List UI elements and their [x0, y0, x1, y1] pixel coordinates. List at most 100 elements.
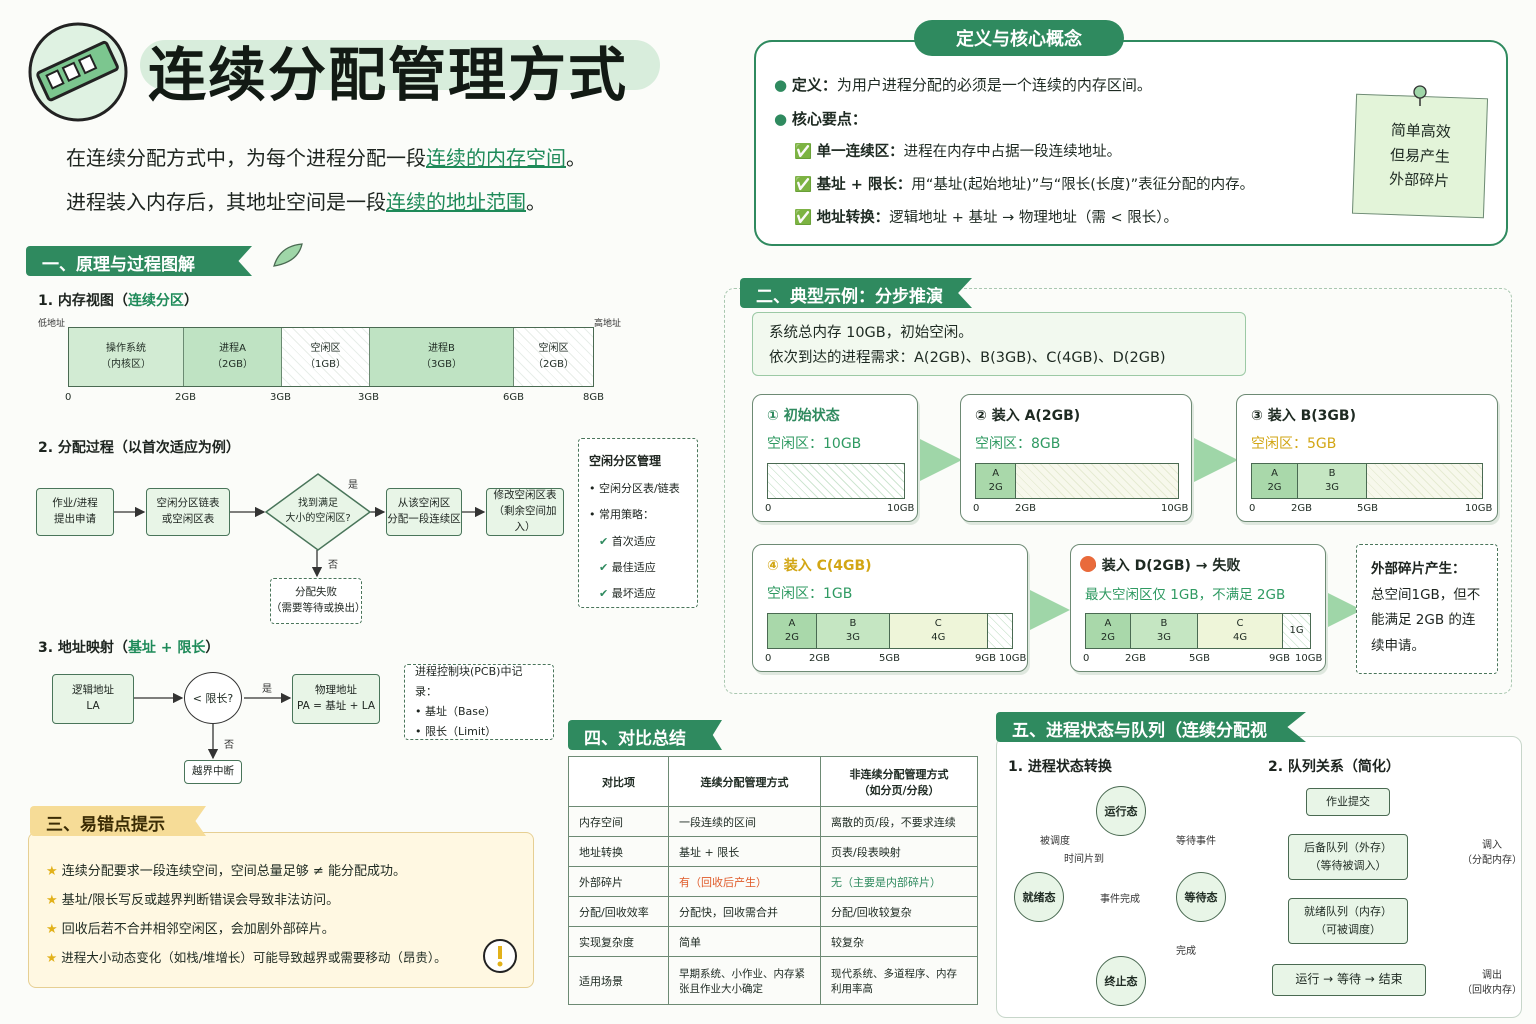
table-cell: 外部碎片: [568, 866, 669, 897]
queue-text: 后备队列（外存）: [1304, 841, 1392, 855]
tip-item: ★ 回收后若不合并相邻空闲区，会加剧外部碎片。: [46, 918, 516, 937]
axis-tick: 10GB: [999, 653, 1027, 664]
limit-check-circle: < 限长?: [184, 672, 242, 724]
sub-text: ）: [183, 293, 198, 309]
block-size: 3G: [1156, 632, 1171, 643]
def-text: 为用户进程分配的必须是一个连续的内存区间。: [836, 76, 1152, 94]
segment-label: 进程A: [219, 343, 246, 354]
axis-tick: 0: [765, 653, 772, 664]
panel-item: • 空闲分区表/链表: [589, 481, 680, 495]
star-icon: ★: [46, 864, 58, 879]
step-title: ④ 装入 C(4GB): [767, 558, 872, 574]
axis-tick: 0: [973, 503, 980, 514]
segment-label: 空闲区: [538, 343, 569, 354]
strategy-first-fit: ✔ 首次适应: [589, 529, 656, 555]
point-text: 进程在内存中占据一段连续地址。: [903, 144, 1122, 160]
table-cell: 较复杂: [820, 926, 978, 957]
memory-bar: [767, 463, 905, 499]
free-partition-panel: 空闲分区管理 • 空闲分区表/链表 • 常用策略： ✔ 首次适应 ✔ 最佳适应 …: [578, 438, 698, 608]
high-address-label: 高地址: [594, 319, 622, 329]
free-block: 1G: [1283, 614, 1310, 648]
free-block: [1016, 464, 1178, 498]
note-text: 外部碎片: [1388, 170, 1450, 191]
yes-label: 是: [348, 480, 358, 491]
bullet-icon: ●: [774, 110, 788, 128]
axis-tick: 6GB: [503, 392, 524, 403]
point-label: 单一连续区：: [816, 144, 904, 160]
low-address-label: 低地址: [38, 319, 66, 329]
flow-request-box: 作业/进程提出申请: [36, 488, 114, 536]
page-title: 连续分配管理方式: [148, 41, 629, 109]
point-text: 逻辑地址 + 基址 → 物理地址（需 < 限长）。: [889, 210, 1179, 226]
decision-text: 找到满足: [298, 498, 338, 509]
point-text: 用“基址(起始地址)”与“限长(长度)”表征分配的内存。: [911, 177, 1255, 193]
block-label: B: [1160, 618, 1168, 629]
swap-out-label: 调出（回收内存）: [1462, 966, 1522, 996]
point-label: 地址转换：: [816, 210, 890, 226]
block-size: 4G: [1232, 632, 1248, 643]
table-cell: 简单: [668, 926, 821, 957]
table-header: 非连续分配管理方式 （如分页/分段）: [820, 756, 978, 807]
section-4-ribbon: 四、对比总结: [568, 720, 722, 750]
allocation-process-title: 2. 分配过程（以首次适应为例）: [38, 440, 240, 456]
table-cell: 无（主要是内部碎片）: [820, 866, 978, 897]
table-cell: 分配/回收效率: [568, 896, 669, 927]
axis-tick: 2GB: [1015, 503, 1036, 514]
section-1-ribbon: 一、原理与过程图解: [26, 246, 252, 276]
strategy-worst-fit: ✔ 最坏适应: [589, 581, 656, 607]
table-cell: 分配快，回收需合并: [668, 896, 821, 927]
queue-title: 2. 队列关系（简化）: [1268, 759, 1400, 775]
segment-size: （3GB）: [421, 359, 462, 370]
map-text: 逻辑地址: [72, 684, 114, 697]
queue-ready: 就绪队列（内存）（可被调度）: [1288, 898, 1408, 944]
block-size: 2G: [1267, 482, 1282, 493]
block-size: 1G: [1289, 625, 1304, 636]
no-label: 否: [224, 740, 234, 751]
block-label: A: [1271, 468, 1278, 479]
axis-tick: 10GB: [1295, 653, 1323, 664]
check-circle-icon: ✅: [794, 144, 813, 160]
segment-size: （2GB）: [212, 359, 253, 370]
fail-marker-icon: [1080, 556, 1096, 572]
block-label: A: [788, 618, 796, 629]
memory-bar: [68, 327, 594, 387]
strategy-label: 最坏适应: [611, 587, 656, 601]
edge-label: 完成: [1176, 946, 1196, 957]
process-panel: [996, 736, 1522, 1018]
queue-backup: 后备队列（外存）（等待被调入）: [1288, 834, 1408, 880]
table-cell: 一段连续的区间: [668, 806, 821, 837]
intro-line: 系统总内存 10GB，初始空闲。: [769, 325, 973, 341]
axis-tick: 0: [765, 503, 772, 514]
header-text: 非连续分配管理方式: [849, 767, 949, 781]
check-icon: ✔: [599, 560, 609, 574]
sub-highlight: 基址 + 限长: [127, 640, 206, 656]
table-row: 分配/回收效率分配快，回收需合并分配/回收较复杂: [568, 896, 978, 927]
state-waiting: 等待态: [1176, 872, 1226, 922]
definition-ribbon: 定义与核心概念: [914, 20, 1124, 56]
table-cell: 页表/段表映射: [820, 836, 978, 867]
sub-text: 3. 地址映射（: [38, 640, 128, 656]
flow-text: 提出申请: [54, 513, 96, 525]
header-text: （如分页/分段）: [858, 783, 940, 797]
table-header-row: 对比项 连续分配管理方式 非连续分配管理方式（如分页/分段）: [568, 756, 978, 807]
fragment-note: 外部碎片产生： 总空间1GB，但不 能满足 2GB 的连 续申请。: [1356, 544, 1498, 674]
step-title: ① 初始状态: [767, 408, 840, 424]
memory-view-title: 1. 内存视图（连续分区）: [38, 290, 198, 310]
flow-fail-box: 分配失败（需要等待或换出）: [270, 578, 366, 624]
note-text: 简单高效: [1390, 120, 1452, 141]
block-label: C: [934, 618, 942, 629]
state-ready: 就绪态: [1014, 872, 1064, 922]
axis-tick: 8GB: [583, 392, 604, 403]
step-title: ② 装入 A(2GB): [975, 408, 1081, 424]
core-points-line: ● 核心要点：: [774, 108, 867, 129]
table-cell: 基址 + 限长: [668, 836, 821, 867]
map-text: LA: [86, 700, 100, 712]
table-row: 内存空间一段连续的区间离散的页/段，不要求连续: [568, 806, 978, 837]
flow-text: 作业/进程: [52, 497, 98, 510]
segment-process-a: 进程A （2GB）: [184, 328, 282, 386]
